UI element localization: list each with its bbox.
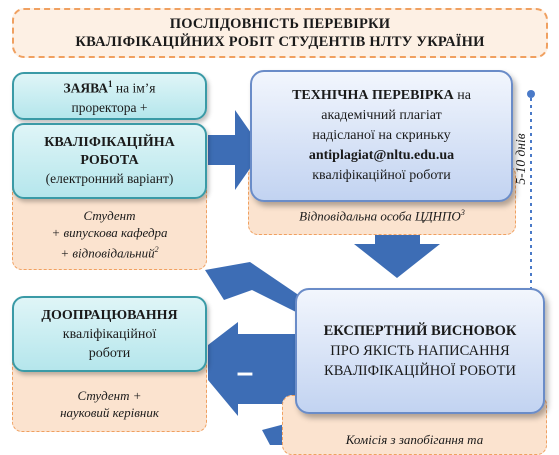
revision-line-1: ДООПРАЦЮВАННЯ <box>41 307 178 323</box>
student-note-line-1: Студент <box>83 208 136 223</box>
responsible-note-text: Відповідальна особа ЦДНПО <box>299 208 461 223</box>
qualification-work-line-2: РОБОТА <box>80 153 139 168</box>
expert-line-3: КВАЛІФІКАЦІЙНОЇ РОБОТИ <box>324 363 516 379</box>
application-box: ЗАЯВА1 на ім’я проректора + <box>12 72 207 120</box>
technical-check-box: ТЕХНІЧНА ПЕРЕВІРКА на академічний плагіа… <box>250 70 513 202</box>
arrow-to-expert <box>354 228 440 278</box>
footnote-2: 2 <box>154 245 159 254</box>
qualification-work-box: КВАЛІФІКАЦІЙНА РОБОТА (електронний варіа… <box>12 123 207 199</box>
title-line-1: ПОСЛІДОВНІСТЬ ПЕРЕВІРКИ <box>169 16 391 32</box>
technical-check-label: ТЕХНІЧНА ПЕРЕВІРКА <box>292 88 454 103</box>
revision-box: ДООПРАЦЮВАННЯ кваліфікаційної роботи <box>12 296 207 372</box>
diagram-title: ПОСЛІДОВНІСТЬ ПЕРЕВІРКИ КВАЛІФІКАЦІЙНИХ … <box>12 8 548 58</box>
technical-check-rest: на <box>453 88 471 103</box>
technical-check-email: antiplagiat@nltu.edu.ua <box>308 148 455 163</box>
arrow-to-technical-check <box>208 110 263 190</box>
technical-check-line-3: надісланої на скриньку <box>312 128 451 143</box>
application-rest: на ім’я <box>112 80 156 96</box>
revision-note-line-2: науковий керівник <box>60 405 159 420</box>
negative-result-sign: – <box>236 356 254 389</box>
application-label: ЗАЯВА <box>63 80 109 96</box>
arrow-back-to-student <box>205 262 300 312</box>
revision-line-3: роботи <box>88 345 131 361</box>
application-line-2: проректора + <box>71 99 148 115</box>
revision-line-2: кваліфікаційної <box>62 326 157 342</box>
days-label: 5-10 днів <box>513 133 528 185</box>
qualification-work-line-3: (електронний варіант) <box>45 171 174 186</box>
connector-start-dot <box>527 90 535 98</box>
title-line-2: КВАЛІФІКАЦІЙНИХ РОБІТ СТУДЕНТІВ НЛТУ УКР… <box>75 34 485 50</box>
expert-line-2: ПРО ЯКІСТЬ НАПИСАННЯ <box>330 343 510 359</box>
expert-conclusion-box: ЕКСПЕРТНИЙ ВИСНОВОК ПРО ЯКІСТЬ НАПИСАННЯ… <box>295 288 545 414</box>
student-note-line-3: + відповідальний <box>60 245 155 261</box>
footnote-1: 1 <box>108 79 113 90</box>
technical-check-line-2: академічний плагіат <box>321 108 442 123</box>
student-note-line-2: + випускова кафедра <box>51 225 168 240</box>
expert-line-1: ЕКСПЕРТНИЙ ВИСНОВОК <box>323 323 517 339</box>
technical-check-line-5: кваліфікаційної роботи <box>312 168 451 183</box>
arrow-to-revision <box>208 322 300 416</box>
qualification-work-line-1: КВАЛІФІКАЦІЙНА <box>44 135 175 150</box>
commission-note-text: Комісія з запобігання та <box>345 432 484 447</box>
footnote-3: 3 <box>460 207 465 217</box>
revision-note-line-1: Студент + <box>77 388 142 403</box>
